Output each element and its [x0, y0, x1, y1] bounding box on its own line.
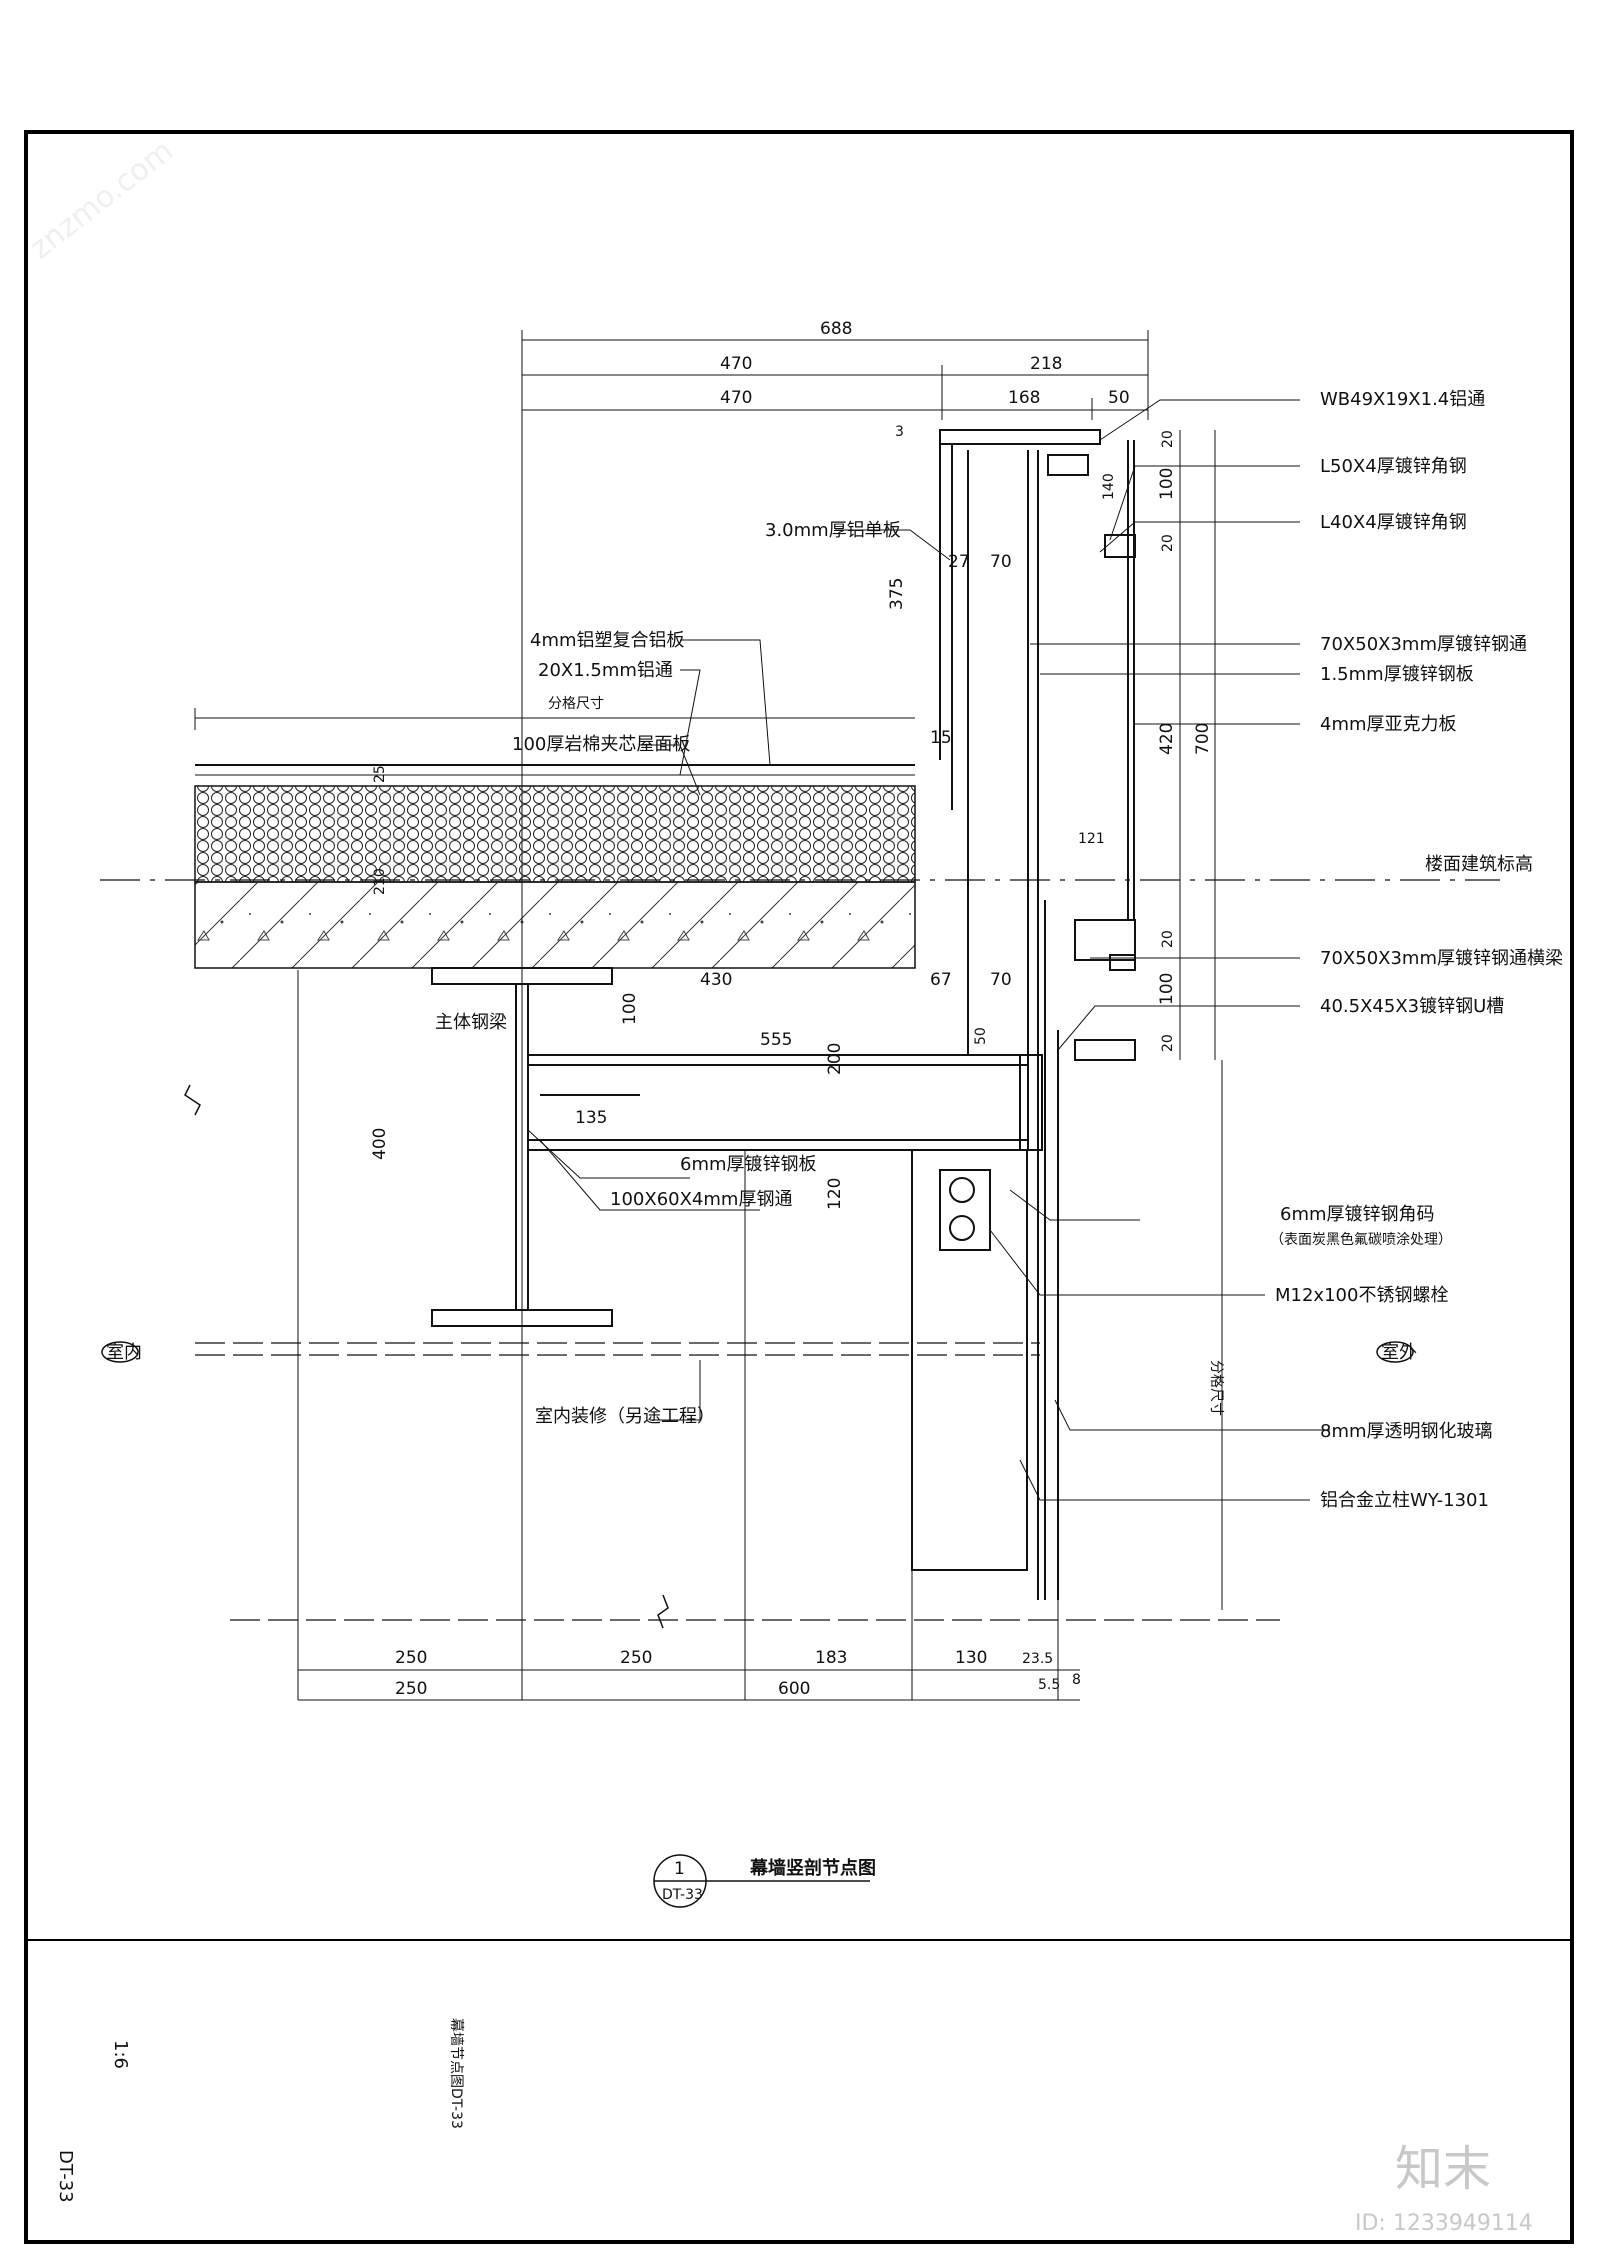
label-mullion: 铝合金立柱WY-1301	[1320, 1490, 1489, 1511]
label-glass-8mm: 8mm厚透明钢化玻璃	[1320, 1421, 1493, 1442]
dim-top-688: 688	[820, 319, 852, 339]
label-l50: L50X4厚镀锌角钢	[1320, 456, 1467, 477]
label-beam-70: 70X50X3mm厚镀锌钢通横梁	[1320, 948, 1563, 969]
dim-r-20d: 20	[1160, 1034, 1176, 1052]
label-tube-100: 100X60X4mm厚钢通	[610, 1189, 792, 1210]
right-dimension-lines	[1179, 430, 1223, 1610]
dim-3: 3	[895, 424, 904, 440]
break-mark-left	[184, 1084, 201, 1116]
drawing-name: 幕墙节点图DT-33	[448, 2018, 464, 2129]
dim-top-168: 168	[1008, 388, 1040, 408]
dim-50: 50	[973, 1027, 989, 1045]
dim-b-250a: 250	[395, 1648, 427, 1668]
interior-finish-lines	[195, 1342, 1280, 1621]
dim-100a: 100	[620, 993, 640, 1025]
dim-400: 400	[370, 1128, 390, 1160]
label-alu-3mm: 3.0mm厚铝单板	[765, 520, 901, 541]
steel-tube-bracket	[527, 1054, 1043, 1571]
dim-200: 200	[825, 1043, 845, 1075]
dim-555: 555	[760, 1030, 792, 1050]
label-floor-level: 楼面建筑标高	[1425, 854, 1533, 875]
dim-70b: 70	[990, 970, 1012, 990]
dim-15: 15	[930, 728, 952, 748]
top-dimension-lines	[521, 330, 1149, 420]
sheet-border	[24, 130, 1574, 2244]
label-bolt: M12x100不锈钢螺栓	[1275, 1285, 1448, 1306]
break-mark-bottom	[657, 1594, 669, 1629]
dim-r-20b: 20	[1160, 534, 1176, 552]
dim-r-700: 700	[1193, 723, 1213, 755]
outdoor-label: 室外	[1381, 1342, 1417, 1363]
dim-b-600: 600	[778, 1679, 810, 1699]
label-steel-plate-15: 1.5mm厚镀锌钢板	[1320, 664, 1474, 685]
label-plate-6mm: 6mm厚镀锌钢板	[680, 1154, 817, 1175]
rock-wool-layer	[194, 785, 916, 883]
bottom-dimension-lines	[298, 1669, 1080, 1701]
dim-top-50: 50	[1108, 388, 1130, 408]
dim-70a: 70	[990, 552, 1012, 572]
indoor-badge	[101, 1341, 139, 1363]
dim-top-218: 218	[1030, 354, 1062, 374]
dim-210: 210	[372, 868, 388, 895]
dim-b-250b: 250	[620, 1648, 652, 1668]
dim-25: 25	[372, 765, 388, 783]
dim-121: 121	[1078, 831, 1105, 847]
grid-size-left: 分格尺寸	[548, 696, 604, 712]
dim-b-250c: 250	[395, 1679, 427, 1699]
dim-r-140: 140	[1101, 473, 1117, 500]
dim-120: 120	[825, 1178, 845, 1210]
label-steel-tube-70: 70X50X3mm厚镀锌钢通	[1320, 634, 1527, 655]
watermark-id: ID: 1233949114	[1355, 2211, 1533, 2236]
dim-r-20c: 20	[1160, 930, 1176, 948]
label-u-channel: 40.5X45X3镀锌钢U槽	[1320, 996, 1504, 1017]
detail-number: 1	[674, 1859, 685, 1879]
concrete-slab	[194, 881, 916, 969]
indoor-label: 室内	[106, 1342, 142, 1363]
dim-b-23-5: 23.5	[1022, 1651, 1053, 1667]
scale-text: 1:6	[110, 2040, 131, 2069]
dim-375: 375	[887, 578, 907, 610]
label-angle-6mm-note: （表面炭黑色氟碳喷涂处理）	[1270, 1231, 1452, 1248]
dim-top-470b: 470	[720, 388, 752, 408]
dim-430: 430	[700, 970, 732, 990]
dim-r-20a: 20	[1160, 430, 1176, 448]
dim-r-420: 420	[1157, 723, 1177, 755]
outdoor-badge	[1376, 1341, 1414, 1363]
dim-top-470a: 470	[720, 354, 752, 374]
sheet-number: DT-33	[55, 2150, 76, 2203]
dim-b-130: 130	[955, 1648, 987, 1668]
detail-sheet-ref: DT-33	[662, 1887, 703, 1903]
dim-b-8: 8	[1072, 1672, 1081, 1688]
detail-title: 幕墙竖剖节点图	[749, 1857, 876, 1879]
label-acp-4mm: 4mm铝塑复合铝板	[530, 630, 685, 651]
label-l40: L40X4厚镀锌角钢	[1320, 512, 1467, 533]
vertical-grid-lines	[297, 330, 1059, 1700]
dim-27: 27	[948, 552, 970, 572]
label-acrylic-4mm: 4mm厚亚克力板	[1320, 714, 1457, 735]
label-rock-wool: 100厚岩棉夹芯屋面板	[512, 734, 690, 755]
label-main-beam: 主体钢梁	[435, 1012, 507, 1033]
label-interior-finish: 室内装修（另途工程）	[535, 1406, 715, 1427]
watermark-site: znzmo.com	[23, 133, 179, 266]
dim-r-100a: 100	[1157, 468, 1177, 500]
parapet-frame	[939, 429, 1136, 1600]
dim-67: 67	[930, 970, 952, 990]
leader-lines	[527, 399, 1330, 1501]
dim-r-100b: 100	[1157, 973, 1177, 1005]
label-wb-tube: WB49X19X1.4铝通	[1320, 389, 1485, 410]
watermark-brand: 知末	[1395, 2141, 1491, 2197]
grid-size-right: 分格尺寸	[1208, 1360, 1224, 1416]
dim-135: 135	[575, 1108, 607, 1128]
label-tube-20: 20X1.5mm铝通	[538, 660, 673, 681]
dim-b-5-5: 5.5	[1038, 1677, 1060, 1693]
dim-b-183: 183	[815, 1648, 847, 1668]
label-angle-6mm: 6mm厚镀锌钢角码	[1280, 1204, 1435, 1225]
